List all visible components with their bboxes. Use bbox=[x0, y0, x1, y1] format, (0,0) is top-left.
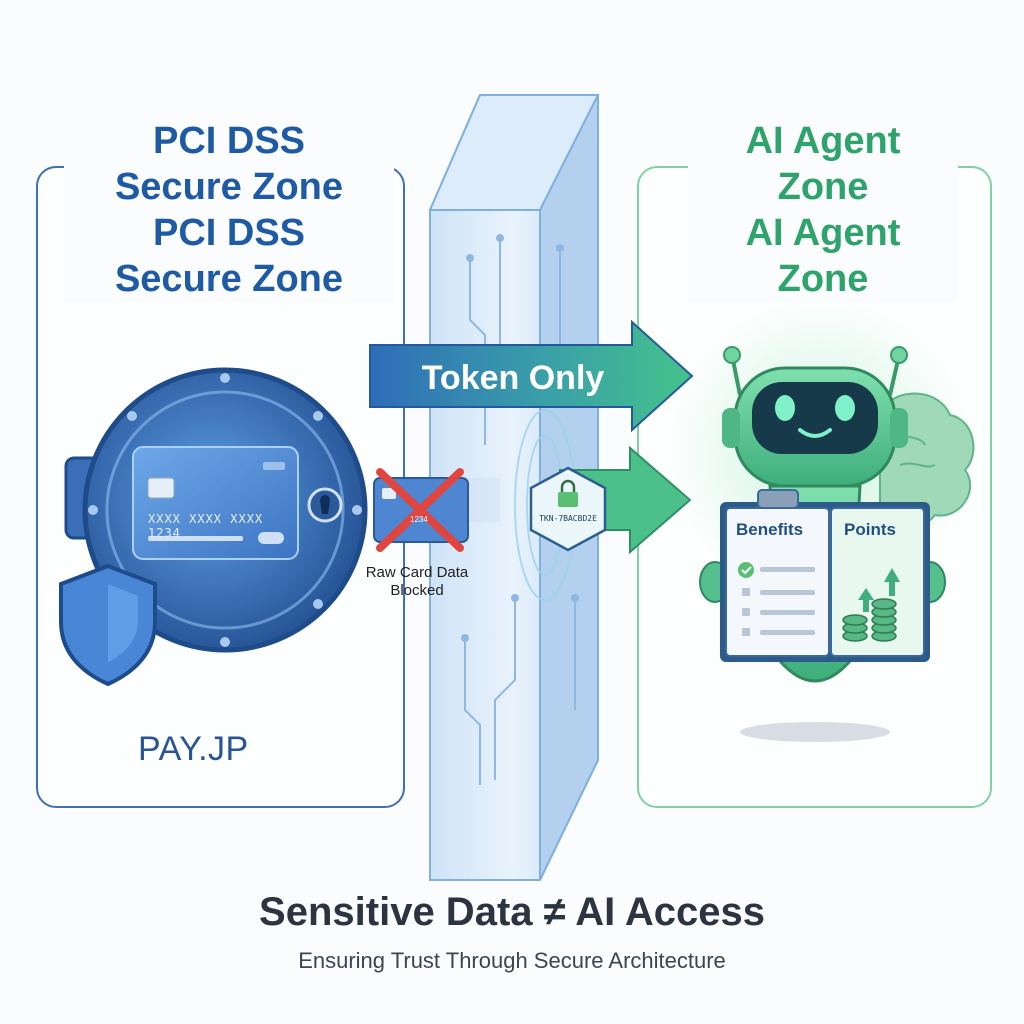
pci-zone-title-line3: PCI DSS bbox=[152, 212, 306, 254]
pci-zone-title: PCI DSS Secure Zone PCI DSS Secure Zone bbox=[64, 118, 394, 302]
token-only-label: Token Only bbox=[421, 359, 605, 397]
growth-arrows-icon bbox=[858, 568, 900, 612]
footer-title: Sensitive Data ≠ AI Access bbox=[259, 890, 765, 934]
checkmark-icon bbox=[738, 562, 754, 578]
blocked-card-text: 1234 bbox=[410, 515, 428, 524]
clipboard-icon bbox=[720, 489, 930, 662]
pci-zone-title-line1: PCI DSS bbox=[152, 120, 306, 162]
raw-data-blocked-label: Raw Card Data Blocked bbox=[365, 564, 469, 599]
ai-zone-title: AI Agent Zone AI Agent Zone bbox=[688, 118, 958, 302]
pci-zone-title-line4: Secure Zone bbox=[114, 258, 344, 300]
shield-icon bbox=[59, 563, 157, 687]
card-number-text: XXXX XXXX XXXX 1234 bbox=[148, 512, 264, 540]
token-id-text: TKN-7BACBD2E bbox=[539, 514, 597, 523]
payjp-logo: PAY.JP bbox=[138, 730, 249, 768]
ai-zone-title-line4: Zone bbox=[777, 258, 869, 300]
token-lock-badge bbox=[529, 466, 607, 552]
credit-card-icon bbox=[132, 446, 299, 560]
ai-zone-title-line1: AI Agent bbox=[745, 120, 901, 162]
ai-zone-title-line3: AI Agent bbox=[745, 212, 901, 254]
token-only-arrow-icon bbox=[369, 319, 694, 433]
pci-zone-title-line2: Secure Zone bbox=[114, 166, 344, 208]
points-label: Points bbox=[844, 520, 896, 539]
blocked-card-icon bbox=[373, 468, 469, 552]
lock-icon bbox=[558, 479, 578, 507]
footer-subtitle: Ensuring Trust Through Secure Architectu… bbox=[298, 948, 726, 973]
benefits-label: Benefits bbox=[736, 520, 804, 539]
coins-icon bbox=[842, 598, 897, 642]
ai-zone-title-line2: Zone bbox=[777, 166, 869, 208]
